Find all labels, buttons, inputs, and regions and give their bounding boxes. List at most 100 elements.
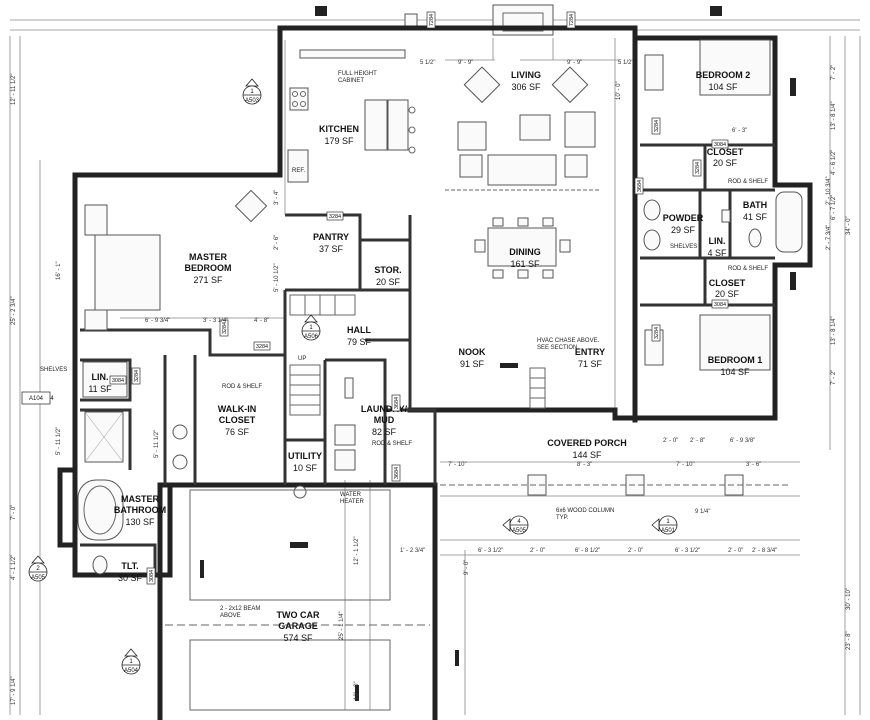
dim-2-734: 2' - 7 3/4": [826, 225, 832, 250]
porch-columns: [165, 474, 790, 626]
area-pantry: 37 SF: [319, 244, 344, 254]
area-dining: 161 SF: [510, 259, 540, 269]
dim-9-14: 9 1/4": [695, 509, 710, 515]
note-hvac-1: HVAC CHASE ABOVE.: [537, 338, 600, 344]
room-closet-2: CLOSET: [707, 147, 744, 157]
stairs: [289, 294, 546, 416]
svg-text:A504: A504: [124, 668, 139, 674]
dim-3-314: 3' - 3 1/4": [203, 318, 228, 324]
dim-7-10-a: 7' - 10": [448, 462, 467, 468]
area-bath: 41 SF: [743, 212, 768, 222]
note-rod-shelf-closet1: ROD & SHELF: [728, 266, 768, 272]
area-toilet: 30 SF: [118, 573, 143, 583]
area-living: 306 SF: [511, 82, 541, 92]
dim-10-0-b: 10' - 0": [616, 81, 622, 100]
post: [710, 6, 722, 16]
note-rod-shelf-walkin: ROD & SHELF: [222, 384, 262, 390]
svg-text:2: 2: [36, 566, 40, 572]
dim-9-9-a: 9' - 9": [458, 60, 473, 66]
garage-interior: [189, 363, 518, 711]
room-garage-1: TWO CAR: [277, 610, 320, 620]
area-storage: 20 SF: [376, 277, 401, 287]
room-pantry: PANTRY: [313, 232, 349, 242]
room-dining: DINING: [509, 247, 541, 257]
room-walkin-closet-1: WALK-IN: [218, 404, 257, 414]
svg-text:1: 1: [129, 659, 133, 665]
note-shelves-2: SHELVES: [670, 244, 697, 250]
marker: [790, 78, 796, 96]
area-hall: 79 SF: [347, 337, 372, 347]
dimension-lines: [9, 19, 861, 715]
dining-table: [474, 217, 571, 279]
room-utility: UTILITY: [288, 451, 322, 461]
dim-2-834: 2' - 8 3/4": [752, 548, 777, 554]
dimension-texts: 5 1/2" 9' - 9" 9' - 9" 5 1/2" 6' - 3" 6'…: [11, 60, 852, 705]
note-beam-1: 2 - 2x12 BEAM: [220, 606, 260, 612]
area-nook: 91 SF: [460, 359, 485, 369]
master-bed: [84, 189, 268, 331]
note-hvac-2: SEE SECTION.: [537, 345, 579, 351]
living-furniture: [445, 66, 600, 191]
room-laundry-2: MUD: [374, 415, 395, 425]
section-marker-a104: A104 4: [21, 391, 54, 405]
dim-6-812: 6' - 8 1/2": [575, 548, 600, 554]
note-water-heater-2: HEATER: [340, 499, 365, 505]
area-master-bath: 130 SF: [125, 517, 155, 527]
dim-2-0-d: 2' - 0": [728, 548, 743, 554]
dim-25-234: 25' - 2 3/4": [11, 296, 17, 325]
door-tag-laundry: 3684: [394, 397, 400, 409]
area-bedroom-1: 104 SF: [720, 367, 750, 377]
note-column-1: 6x6 WOOD COLUMN: [556, 508, 614, 514]
door-tag-master: 3284: [256, 344, 268, 350]
dim-2-6: 2' - 6": [274, 235, 280, 250]
dim-34-0: 34' - 0": [846, 216, 852, 235]
post: [404, 13, 418, 27]
room-garage-2: GARAGE: [278, 621, 318, 631]
dim-2-0-a: 2' - 0": [663, 438, 678, 444]
dim-8-3: 8' - 3": [577, 462, 592, 468]
note-rod-shelf-laundry: ROD & SHELF: [372, 441, 412, 447]
dim-2-0-b: 2' - 0": [530, 548, 545, 554]
dim-2-0-c: 2' - 0": [628, 548, 643, 554]
room-master-bath-2: BATHROOM: [114, 505, 166, 515]
room-linen-1: LIN.: [92, 372, 109, 382]
svg-text:A505: A505: [31, 575, 46, 581]
room-bedroom-2: BEDROOM 2: [696, 70, 751, 80]
dim-4-8: 4' - 8": [254, 318, 269, 324]
room-powder: POWDER: [663, 213, 704, 223]
dim-3-4: 3' - 4": [274, 190, 280, 205]
bedroom-beds: [644, 39, 771, 371]
area-linen-1: 11 SF: [88, 384, 112, 394]
dim-5-1012: 5' - 10 1/2": [274, 263, 280, 292]
area-covered-porch: 144 SF: [572, 450, 602, 460]
svg-text:1: 1: [666, 519, 670, 525]
room-toilet: TLT.: [121, 561, 138, 571]
room-hall: HALL: [347, 325, 371, 335]
area-garage: 574 SF: [283, 633, 313, 643]
door-tag-top-right: 7284: [569, 14, 575, 26]
note-full-height-2: CABINET: [338, 78, 364, 84]
door-tag-master-2: 3284: [222, 322, 228, 334]
dim-7-2-a: 7' - 2": [831, 65, 837, 80]
fireplace: [492, 4, 554, 60]
dim-13-814-b: 13' - 8 1/4": [831, 316, 837, 345]
dim-6-712: 6' - 7 1/2": [831, 195, 837, 220]
room-living: LIVING: [511, 70, 541, 80]
dim-3-6: 3' - 6": [746, 462, 761, 468]
dim-5-1112-b: 5' - 11 1/2": [154, 430, 160, 458]
dim-6-934: 6' - 9 3/4": [145, 318, 170, 324]
room-bedroom-1: BEDROOM 1: [708, 355, 763, 365]
note-beam-2: ABOVE: [220, 613, 241, 619]
dim-12-112: 12' - 1 1/2": [354, 536, 360, 565]
svg-text:4: 4: [50, 396, 54, 402]
room-master-bedroom-2: BEDROOM: [185, 263, 232, 273]
dim-13-814-a: 13' - 8 1/4": [831, 101, 837, 130]
svg-text:A104: A104: [29, 396, 44, 402]
post: [315, 6, 327, 16]
dim-9-0: 9' - 0": [464, 560, 470, 575]
room-laundry-1: LAUNDRY/: [361, 404, 408, 414]
dim-7-10-b: 7' - 10": [676, 462, 695, 468]
dim-1-234: 1' - 2 3/4": [400, 548, 425, 554]
